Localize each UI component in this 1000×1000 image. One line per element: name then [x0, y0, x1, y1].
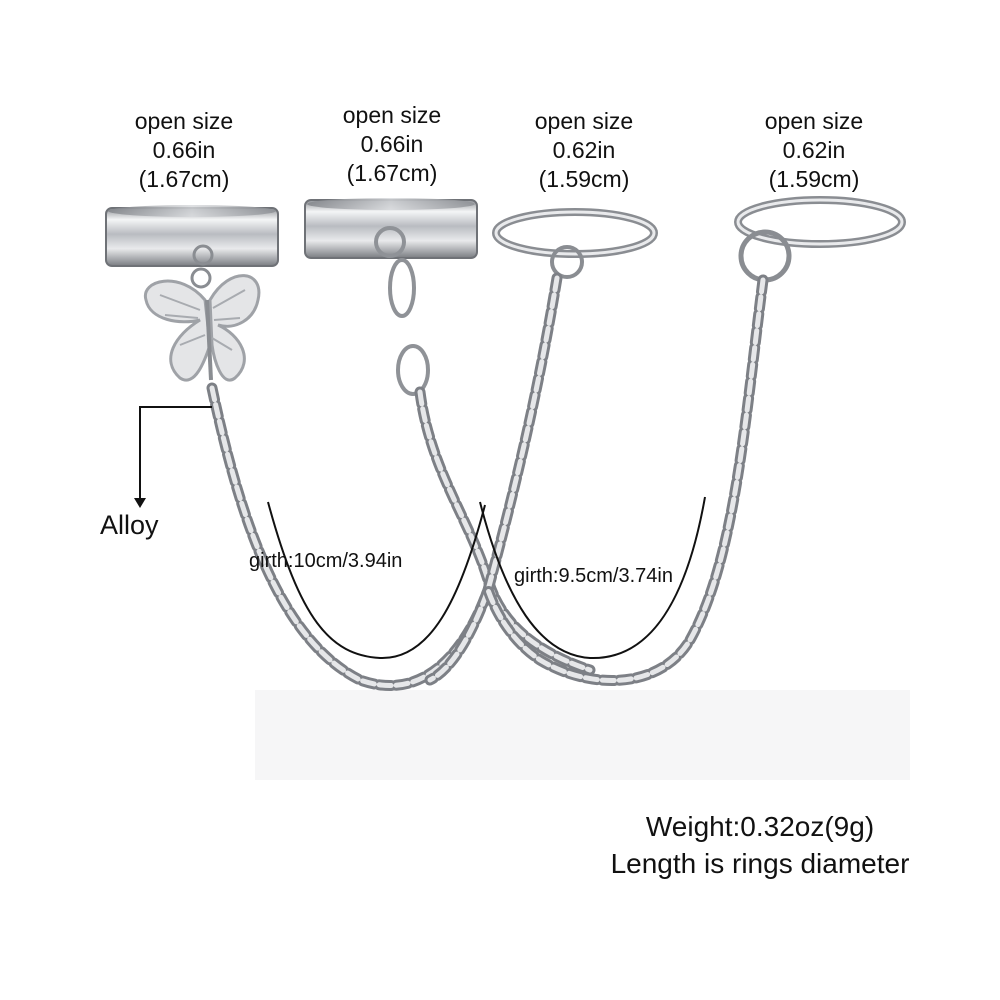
size-label-cm: (1.59cm) — [538, 166, 630, 192]
butterfly-charm — [143, 244, 261, 382]
size-label-inch: 0.62in — [782, 137, 846, 163]
weight-text: Weight:0.32oz(9g) — [645, 811, 875, 842]
chain-1 — [206, 382, 494, 691]
size-label-cm: (1.67cm) — [346, 160, 438, 186]
alloy-pointer-line — [139, 406, 212, 500]
size-label-title: open size — [342, 102, 442, 128]
link-chain-ring-2 — [374, 226, 430, 396]
material-label: Alloy — [100, 510, 159, 540]
photo-backdrop — [255, 690, 910, 780]
size-label-title: open size — [534, 108, 634, 134]
size-label-title: open size — [764, 108, 864, 134]
chain-4 — [482, 274, 769, 686]
ring-wide-band-1 — [105, 205, 279, 267]
size-label-inch: 0.66in — [360, 131, 424, 157]
size-label-ring-3: open size 0.62in (1.59cm) — [504, 107, 664, 194]
size-label-inch: 0.62in — [552, 137, 616, 163]
ring-thin-4 — [734, 196, 906, 283]
size-label-inch: 0.66in — [152, 137, 216, 163]
size-label-ring-1: open size 0.66in (1.67cm) — [104, 107, 264, 194]
chain-3 — [424, 272, 563, 686]
girth-label-1: girth:10cm/3.94in — [249, 550, 403, 572]
size-label-cm: (1.59cm) — [768, 166, 860, 192]
size-label-title: open size — [134, 108, 234, 134]
size-label-ring-4: open size 0.62in (1.59cm) — [734, 107, 894, 194]
product-info: Weight:0.32oz(9g) Length is rings diamet… — [560, 808, 960, 882]
alloy-pointer-arrowhead — [134, 498, 146, 508]
girth-curve-2 — [479, 496, 706, 660]
girth-label-2: girth:9.5cm/3.74in — [514, 565, 673, 587]
size-label-ring-2: open size 0.66in (1.67cm) — [312, 101, 472, 188]
length-note: Length is rings diameter — [610, 848, 910, 879]
ring-thin-3 — [492, 208, 658, 279]
size-label-cm: (1.67cm) — [138, 166, 230, 192]
girth-curve-1 — [267, 501, 486, 660]
